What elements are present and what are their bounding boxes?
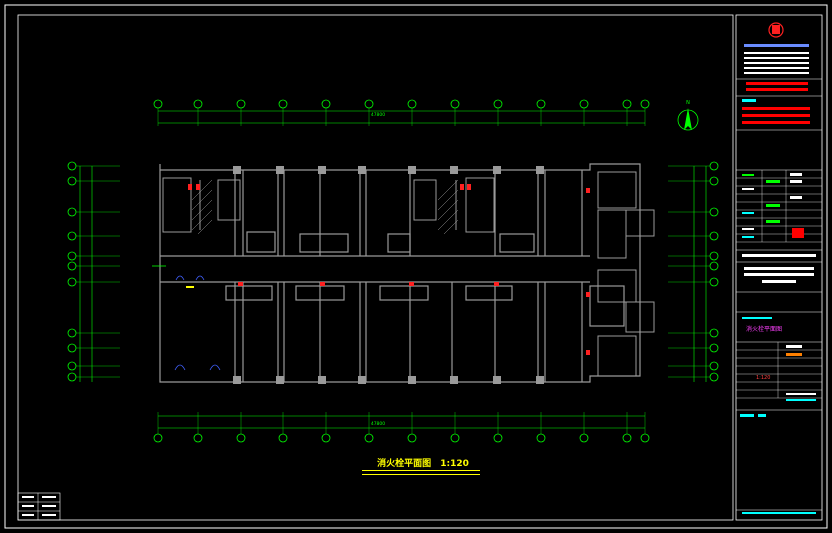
top-dimension-lines <box>158 110 645 124</box>
fire-hydrant-markers <box>188 184 590 355</box>
drawing-frame-outer <box>4 4 828 529</box>
axis-bubble <box>709 176 719 186</box>
axis-bubble <box>67 207 77 217</box>
hydrant-marker <box>494 282 499 286</box>
left-dimension-lines <box>79 166 93 382</box>
svg-text:N: N <box>686 100 690 106</box>
hydrant-marker <box>238 282 243 286</box>
axis-bubble <box>193 99 203 109</box>
axis-bubble <box>709 328 719 338</box>
axis-bubble <box>193 433 203 443</box>
overall-top-dimension: 47800 <box>371 112 385 118</box>
axis-bubble <box>493 433 503 443</box>
floor-plan <box>159 163 641 384</box>
axis-bubble <box>67 161 77 171</box>
hydrant-marker <box>586 350 590 355</box>
axis-bubble <box>579 433 589 443</box>
axis-bubble <box>67 277 77 287</box>
title-block-drawing-name: 消火栓平面图 <box>746 326 783 333</box>
axis-bubble <box>709 207 719 217</box>
axis-bubble <box>67 261 77 271</box>
axis-bubble <box>536 433 546 443</box>
right-dimension-lines <box>693 166 707 382</box>
hydrant-marker <box>320 282 325 286</box>
axis-bubble <box>536 99 546 109</box>
drawing-title-underline <box>362 470 480 475</box>
axis-bubble <box>153 433 163 443</box>
axis-bubble <box>278 433 288 443</box>
north-arrow-icon: N <box>677 100 699 131</box>
company-logo-icon <box>768 22 784 38</box>
axis-bubble <box>67 251 77 261</box>
axis-bubble <box>709 161 719 171</box>
axis-bubble <box>407 433 417 443</box>
hydrant-marker <box>409 282 414 286</box>
hydrant-marker <box>196 184 200 190</box>
hydrant-marker <box>586 292 590 297</box>
axis-bubble <box>236 99 246 109</box>
axis-bubble <box>67 231 77 241</box>
axis-bubble <box>709 231 719 241</box>
axis-bubble <box>67 176 77 186</box>
stair-hatch-right <box>437 179 459 235</box>
axis-bubble <box>640 433 650 443</box>
axis-bubble <box>67 328 77 338</box>
axis-bubble <box>450 99 460 109</box>
axis-bubble <box>622 433 632 443</box>
axis-bubble <box>407 99 417 109</box>
axis-bubble <box>709 261 719 271</box>
axis-bubble <box>278 99 288 109</box>
axis-bubble <box>709 343 719 353</box>
stair-hatch-left <box>191 179 213 235</box>
axis-bubble <box>321 433 331 443</box>
hydrant-marker <box>586 188 590 193</box>
legend-box <box>17 492 61 521</box>
axis-bubble <box>364 433 374 443</box>
axis-bubble <box>709 251 719 261</box>
overall-bottom-dimension: 47800 <box>371 421 385 427</box>
title-block <box>735 14 823 521</box>
right-wing-rooms <box>597 171 655 377</box>
hydrant-marker <box>460 184 464 190</box>
hydrant-marker <box>467 184 471 190</box>
axis-bubble <box>321 99 331 109</box>
axis-bubble <box>236 433 246 443</box>
axis-bubble <box>67 372 77 382</box>
pipe-segment <box>186 286 194 288</box>
axis-bubble <box>709 361 719 371</box>
title-block-scale: 1:120 <box>756 375 771 381</box>
axis-bubble <box>640 99 650 109</box>
axis-bubble <box>622 99 632 109</box>
axis-bubble <box>709 277 719 287</box>
axis-bubble <box>67 343 77 353</box>
drawing-title: 消火栓平面图 1:120 <box>368 456 478 469</box>
axis-bubble <box>67 361 77 371</box>
axis-bubble <box>450 433 460 443</box>
drawing-title-scale: 1:120 <box>440 459 469 469</box>
axis-bubble <box>709 372 719 382</box>
bottom-dimension-lines <box>158 415 645 429</box>
axis-bubble <box>493 99 503 109</box>
door-swings <box>174 275 221 371</box>
axis-bubble <box>364 99 374 109</box>
axis-grid-bubbles <box>67 99 719 443</box>
drawing-frame-inner <box>17 14 734 521</box>
axis-bubble <box>579 99 589 109</box>
drawing-title-name: 消火栓平面图 <box>377 459 432 469</box>
hydrant-marker <box>188 184 192 190</box>
stair-core-left <box>162 177 241 233</box>
axis-bubble <box>153 99 163 109</box>
